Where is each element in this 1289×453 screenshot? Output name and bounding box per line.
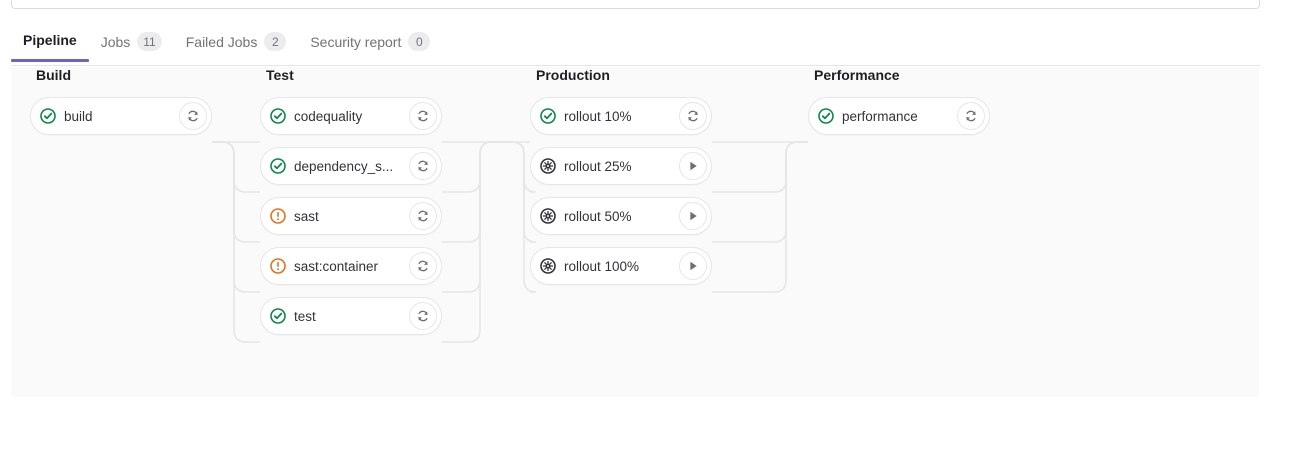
tab-pipeline[interactable]: Pipeline [11,22,89,62]
status-warning-icon [270,208,286,224]
tab-label: Pipeline [23,32,77,48]
stage-title: Build [36,67,71,83]
job-name[interactable]: rollout 10% [564,108,632,124]
retry-icon [418,210,428,222]
stage-column-build: Build build [30,67,212,147]
retry-job-button[interactable] [409,252,437,280]
job-name[interactable]: test [294,308,316,324]
job-name[interactable]: codequality [294,108,363,124]
job-card[interactable]: sast:container [260,247,442,285]
retry-job-button[interactable] [409,152,437,180]
retry-job-button[interactable] [957,102,985,130]
job-name[interactable]: rollout 50% [564,208,632,224]
pipeline-tab-bar: Pipeline Jobs 11 Failed Jobs 2 Security repor… [11,22,1260,66]
stage-column-production: Production rollout 10% rollout 25% rollout … [530,67,712,297]
job-name[interactable]: build [64,108,93,124]
job-name[interactable]: rollout 100% [564,258,640,274]
play-icon [690,161,697,171]
status-manual-icon [540,258,556,274]
stage-title: Performance [814,67,900,83]
status-manual-icon [540,158,556,174]
retry-job-button[interactable] [409,302,437,330]
job-card[interactable]: dependency_s... [260,147,442,185]
retry-job-button[interactable] [409,202,437,230]
retry-icon [418,310,428,322]
card-top-edge [11,0,1260,9]
tab-label: Jobs [100,33,131,50]
play-job-button[interactable] [679,152,707,180]
stage-title: Production [536,67,610,83]
retry-job-button[interactable] [409,102,437,130]
retry-icon [418,110,428,122]
retry-icon [688,110,698,122]
retry-job-button[interactable] [679,102,707,130]
job-card[interactable]: sast [260,197,442,235]
tab-badge: 2 [264,32,287,51]
job-card[interactable]: build [30,97,212,135]
retry-icon [188,110,198,122]
play-icon [690,261,697,271]
play-job-button[interactable] [679,252,707,280]
status-manual-icon [540,208,556,224]
tab-jobs[interactable]: Jobs 11 [89,22,174,64]
tab-badge: 11 [137,32,162,51]
tab-label: Failed Jobs [185,33,258,50]
stage-column-test: Test codequality dependency_s...sast sast:c… [260,67,442,347]
retry-icon [418,260,428,272]
job-name[interactable]: sast:container [294,258,379,274]
status-success-icon [818,108,834,124]
status-warning-icon [270,258,286,274]
job-name[interactable]: sast [294,208,319,224]
job-card[interactable]: rollout 50% [530,197,712,235]
status-success-icon [40,108,56,124]
tab-badge: 0 [408,32,431,51]
job-name[interactable]: dependency_s... [294,158,394,174]
job-card[interactable]: performance [808,97,990,135]
retry-job-button[interactable] [179,102,207,130]
job-card[interactable]: rollout 100% [530,247,712,285]
stage-column-performance: Performance performance [808,67,990,147]
job-name[interactable]: performance [842,108,918,124]
status-success-icon [540,108,556,124]
job-card[interactable]: test [260,297,442,335]
status-success-icon [270,108,286,124]
job-card[interactable]: rollout 10% [530,97,712,135]
stage-title: Test [266,67,294,83]
job-card[interactable]: codequality [260,97,442,135]
retry-icon [418,160,428,172]
pipeline-graph-panel: Build build Test codequality dependency_s...… [11,67,1259,397]
status-success-icon [270,158,286,174]
tab-security-report[interactable]: Security report 0 [298,22,442,64]
tab-failed-jobs[interactable]: Failed Jobs 2 [174,22,299,64]
job-name[interactable]: rollout 25% [564,158,632,174]
retry-icon [966,110,976,122]
play-job-button[interactable] [679,202,707,230]
job-card[interactable]: rollout 25% [530,147,712,185]
tab-label: Security report [310,33,402,50]
status-success-icon [270,308,286,324]
play-icon [690,211,697,221]
